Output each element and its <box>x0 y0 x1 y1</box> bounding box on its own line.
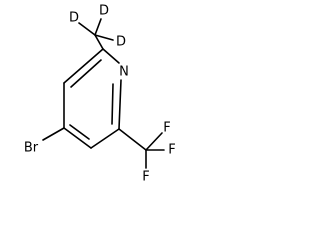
atom-deuterium-1: D <box>69 11 79 26</box>
bond-ch3-d1 <box>78 22 96 36</box>
atom-bromine: Br <box>24 141 39 156</box>
atom-fluorine-3: F <box>142 170 149 185</box>
bond-c4-br <box>42 127 65 141</box>
bond-c2-ch3 <box>94 34 104 50</box>
bond-n1-c6-inner <box>111 83 114 125</box>
bond-ch3-d3 <box>94 34 114 41</box>
bond-cf3-f1 <box>145 132 163 151</box>
atom-deuterium-3: D <box>116 35 126 50</box>
bond-n1-c6 <box>118 79 122 130</box>
bond-c3-c2 <box>63 48 104 84</box>
atom-nitrogen: N <box>119 65 129 80</box>
bond-c5-c4-inner <box>69 124 90 140</box>
atom-fluorine-1: F <box>163 121 170 136</box>
structure-canvas: N Br F F F D D D <box>24 4 176 185</box>
bond-ch3-d2 <box>94 18 102 36</box>
atom-fluorine-2: F <box>168 143 175 158</box>
bond-c6-c5 <box>90 128 120 149</box>
bond-c2-n1 <box>102 48 120 64</box>
bond-c3-c2-inner <box>70 59 102 88</box>
atom-deuterium-2: D <box>99 4 109 19</box>
bond-c5-c4 <box>63 127 92 149</box>
chemical-structure-diagram: N Br F F F D D D <box>24 4 176 185</box>
bond-c6-cf3 <box>118 128 147 151</box>
